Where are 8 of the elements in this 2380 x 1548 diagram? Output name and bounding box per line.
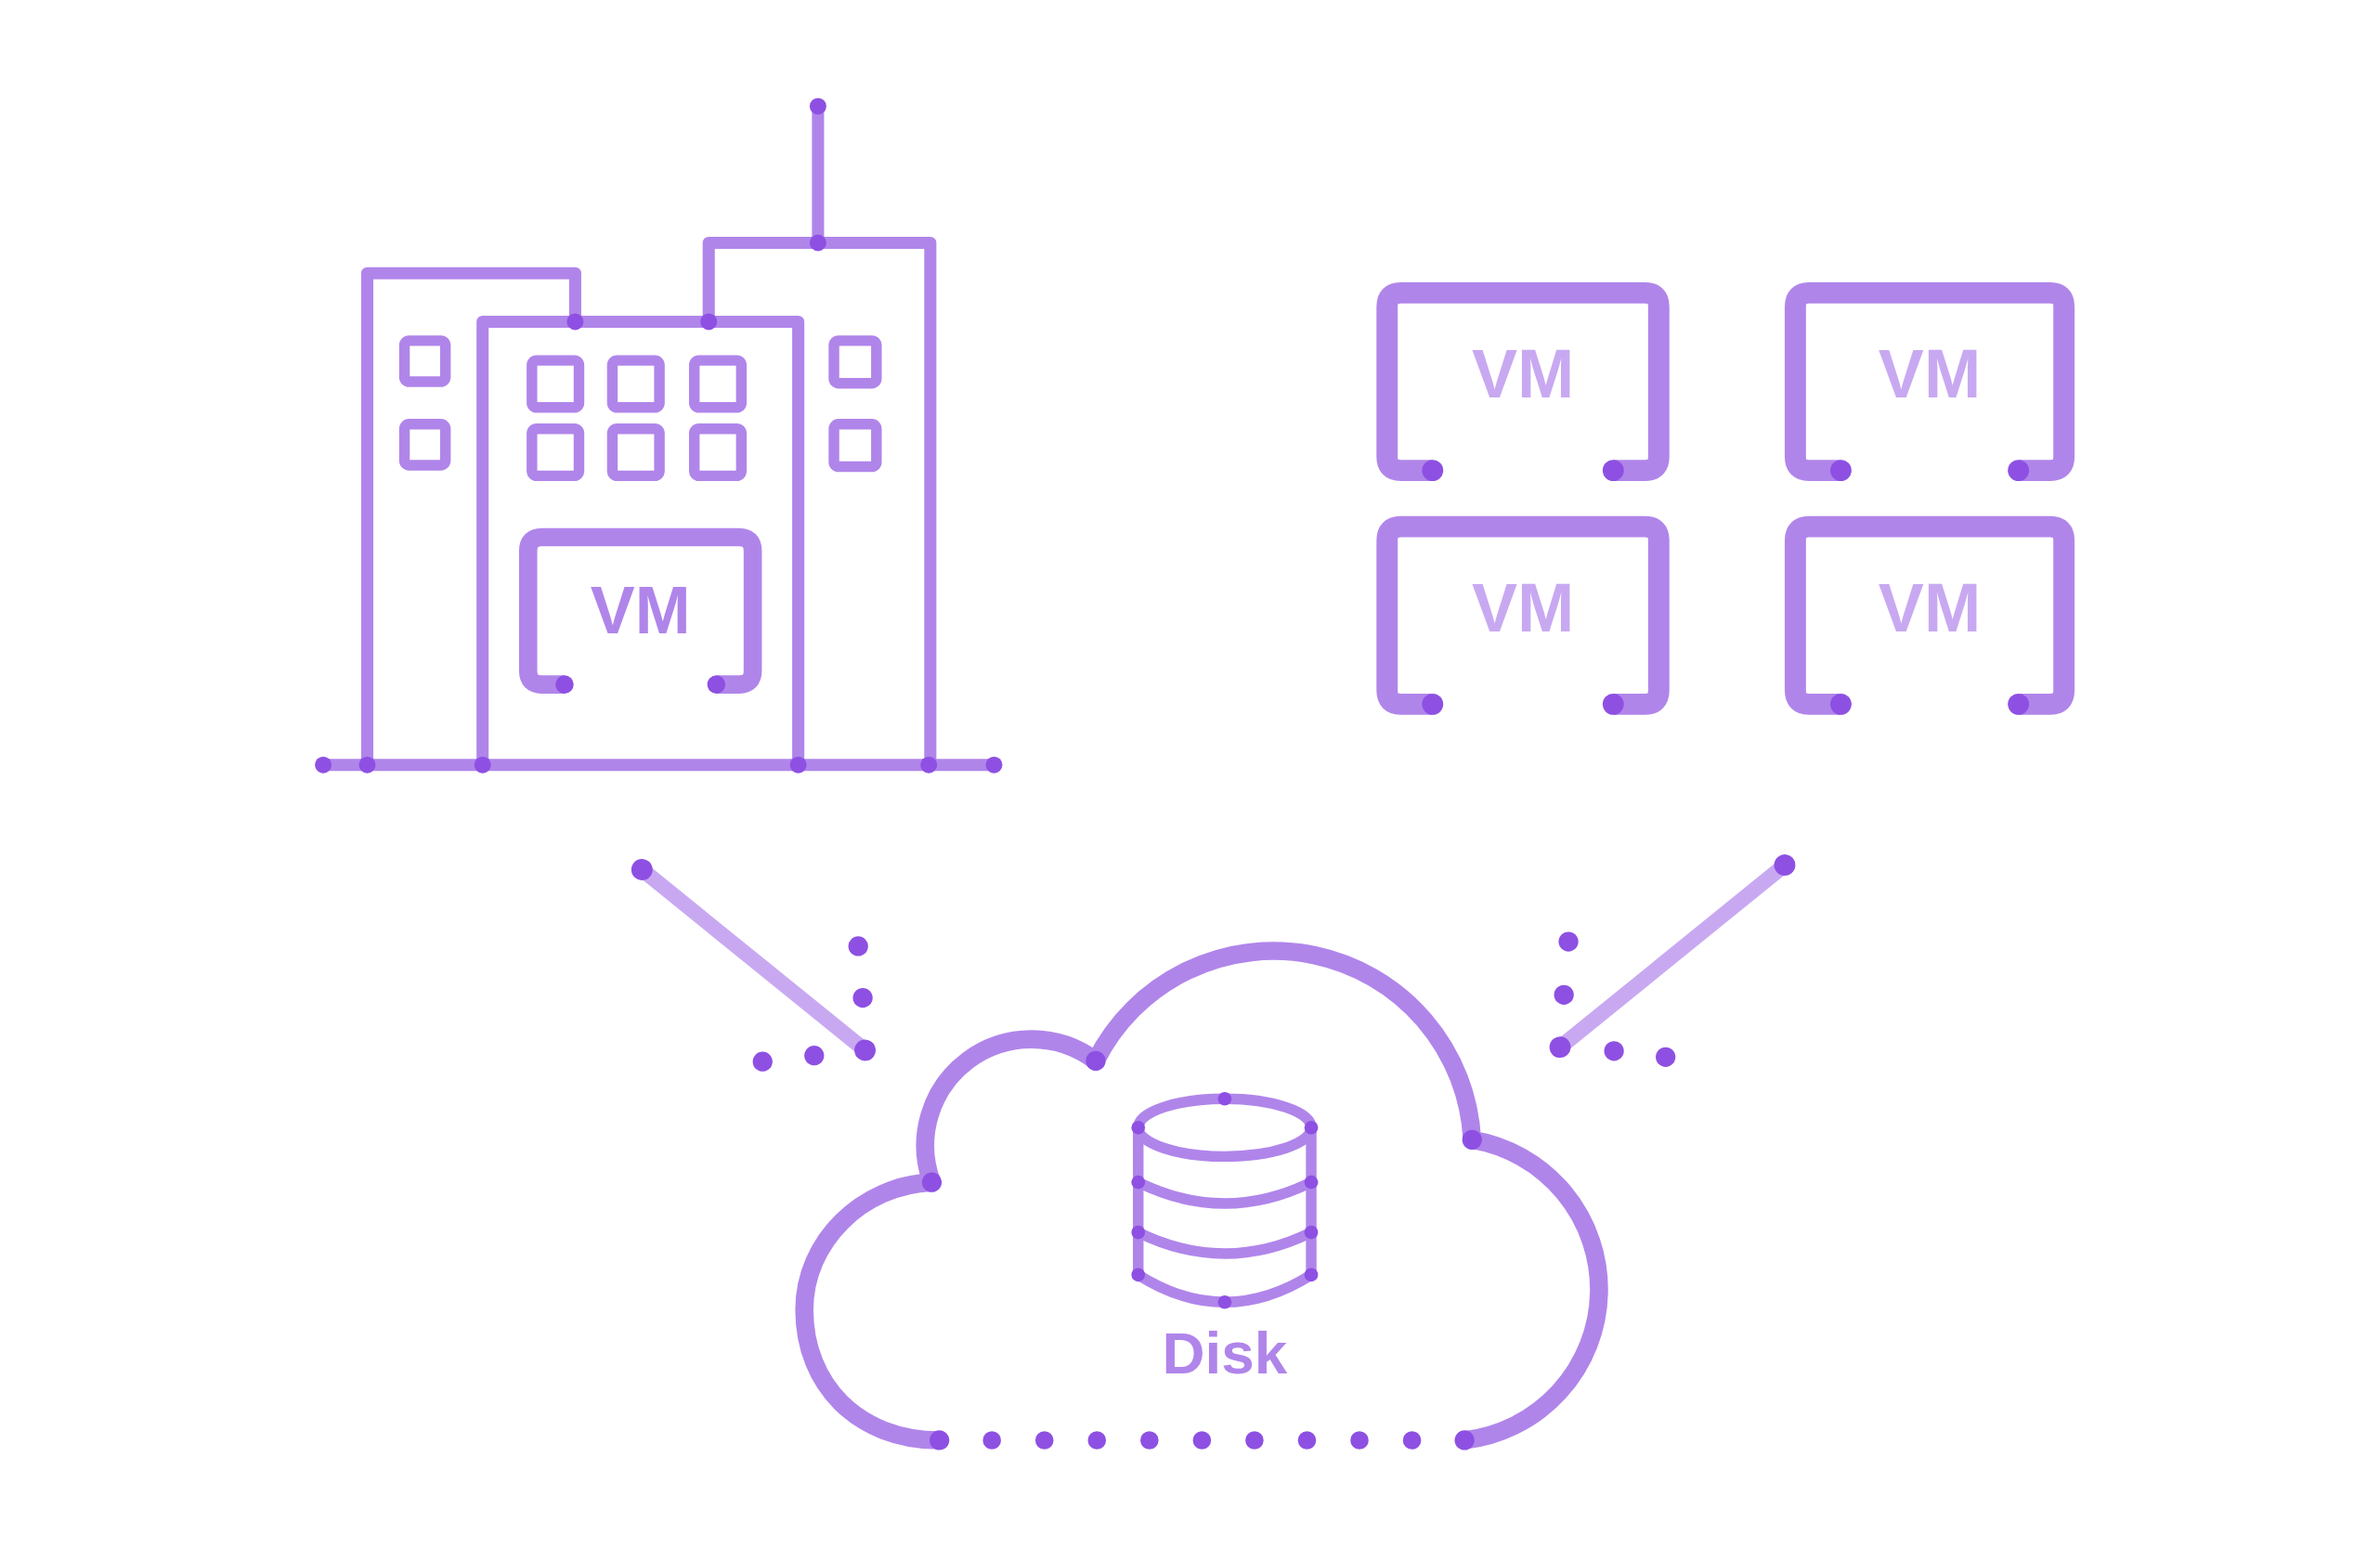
vm-label: VM [1877,340,1983,409]
connector-line [631,859,876,1061]
connector-line [1549,854,1796,1059]
vm-label: VM [1877,573,1983,643]
disk-label: Disk [1161,1323,1289,1383]
vm-label: VM [1470,340,1576,409]
vm-label: VM [589,576,692,644]
vm-label: VM [1470,573,1576,643]
